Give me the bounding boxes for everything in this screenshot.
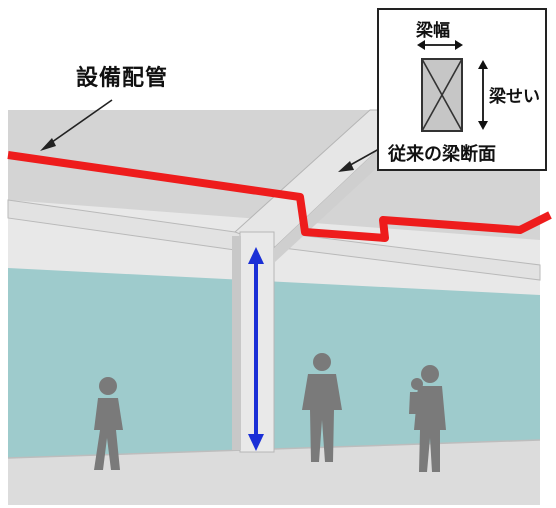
piping-label: 設備配管 — [76, 66, 169, 91]
floor — [8, 440, 540, 505]
beam-section-legend — [377, 8, 547, 171]
conventional-section-label: 従来の梁断面 — [388, 144, 496, 165]
person-icon — [302, 353, 342, 462]
beam-section-diagram — [417, 40, 488, 132]
double-arrow-vertical-blue-icon — [248, 247, 264, 451]
person-icon — [409, 378, 425, 414]
beam-width-label: 梁幅 — [416, 21, 450, 41]
column-side — [232, 236, 241, 450]
piping-leader-arrow — [40, 99, 113, 151]
beam-depth-label: 梁せい — [489, 87, 540, 107]
double-arrow-vertical-icon — [478, 60, 488, 130]
equipment-pipe — [7, 151, 552, 242]
double-arrow-horizontal-icon — [417, 40, 463, 50]
person-icon — [94, 377, 123, 470]
